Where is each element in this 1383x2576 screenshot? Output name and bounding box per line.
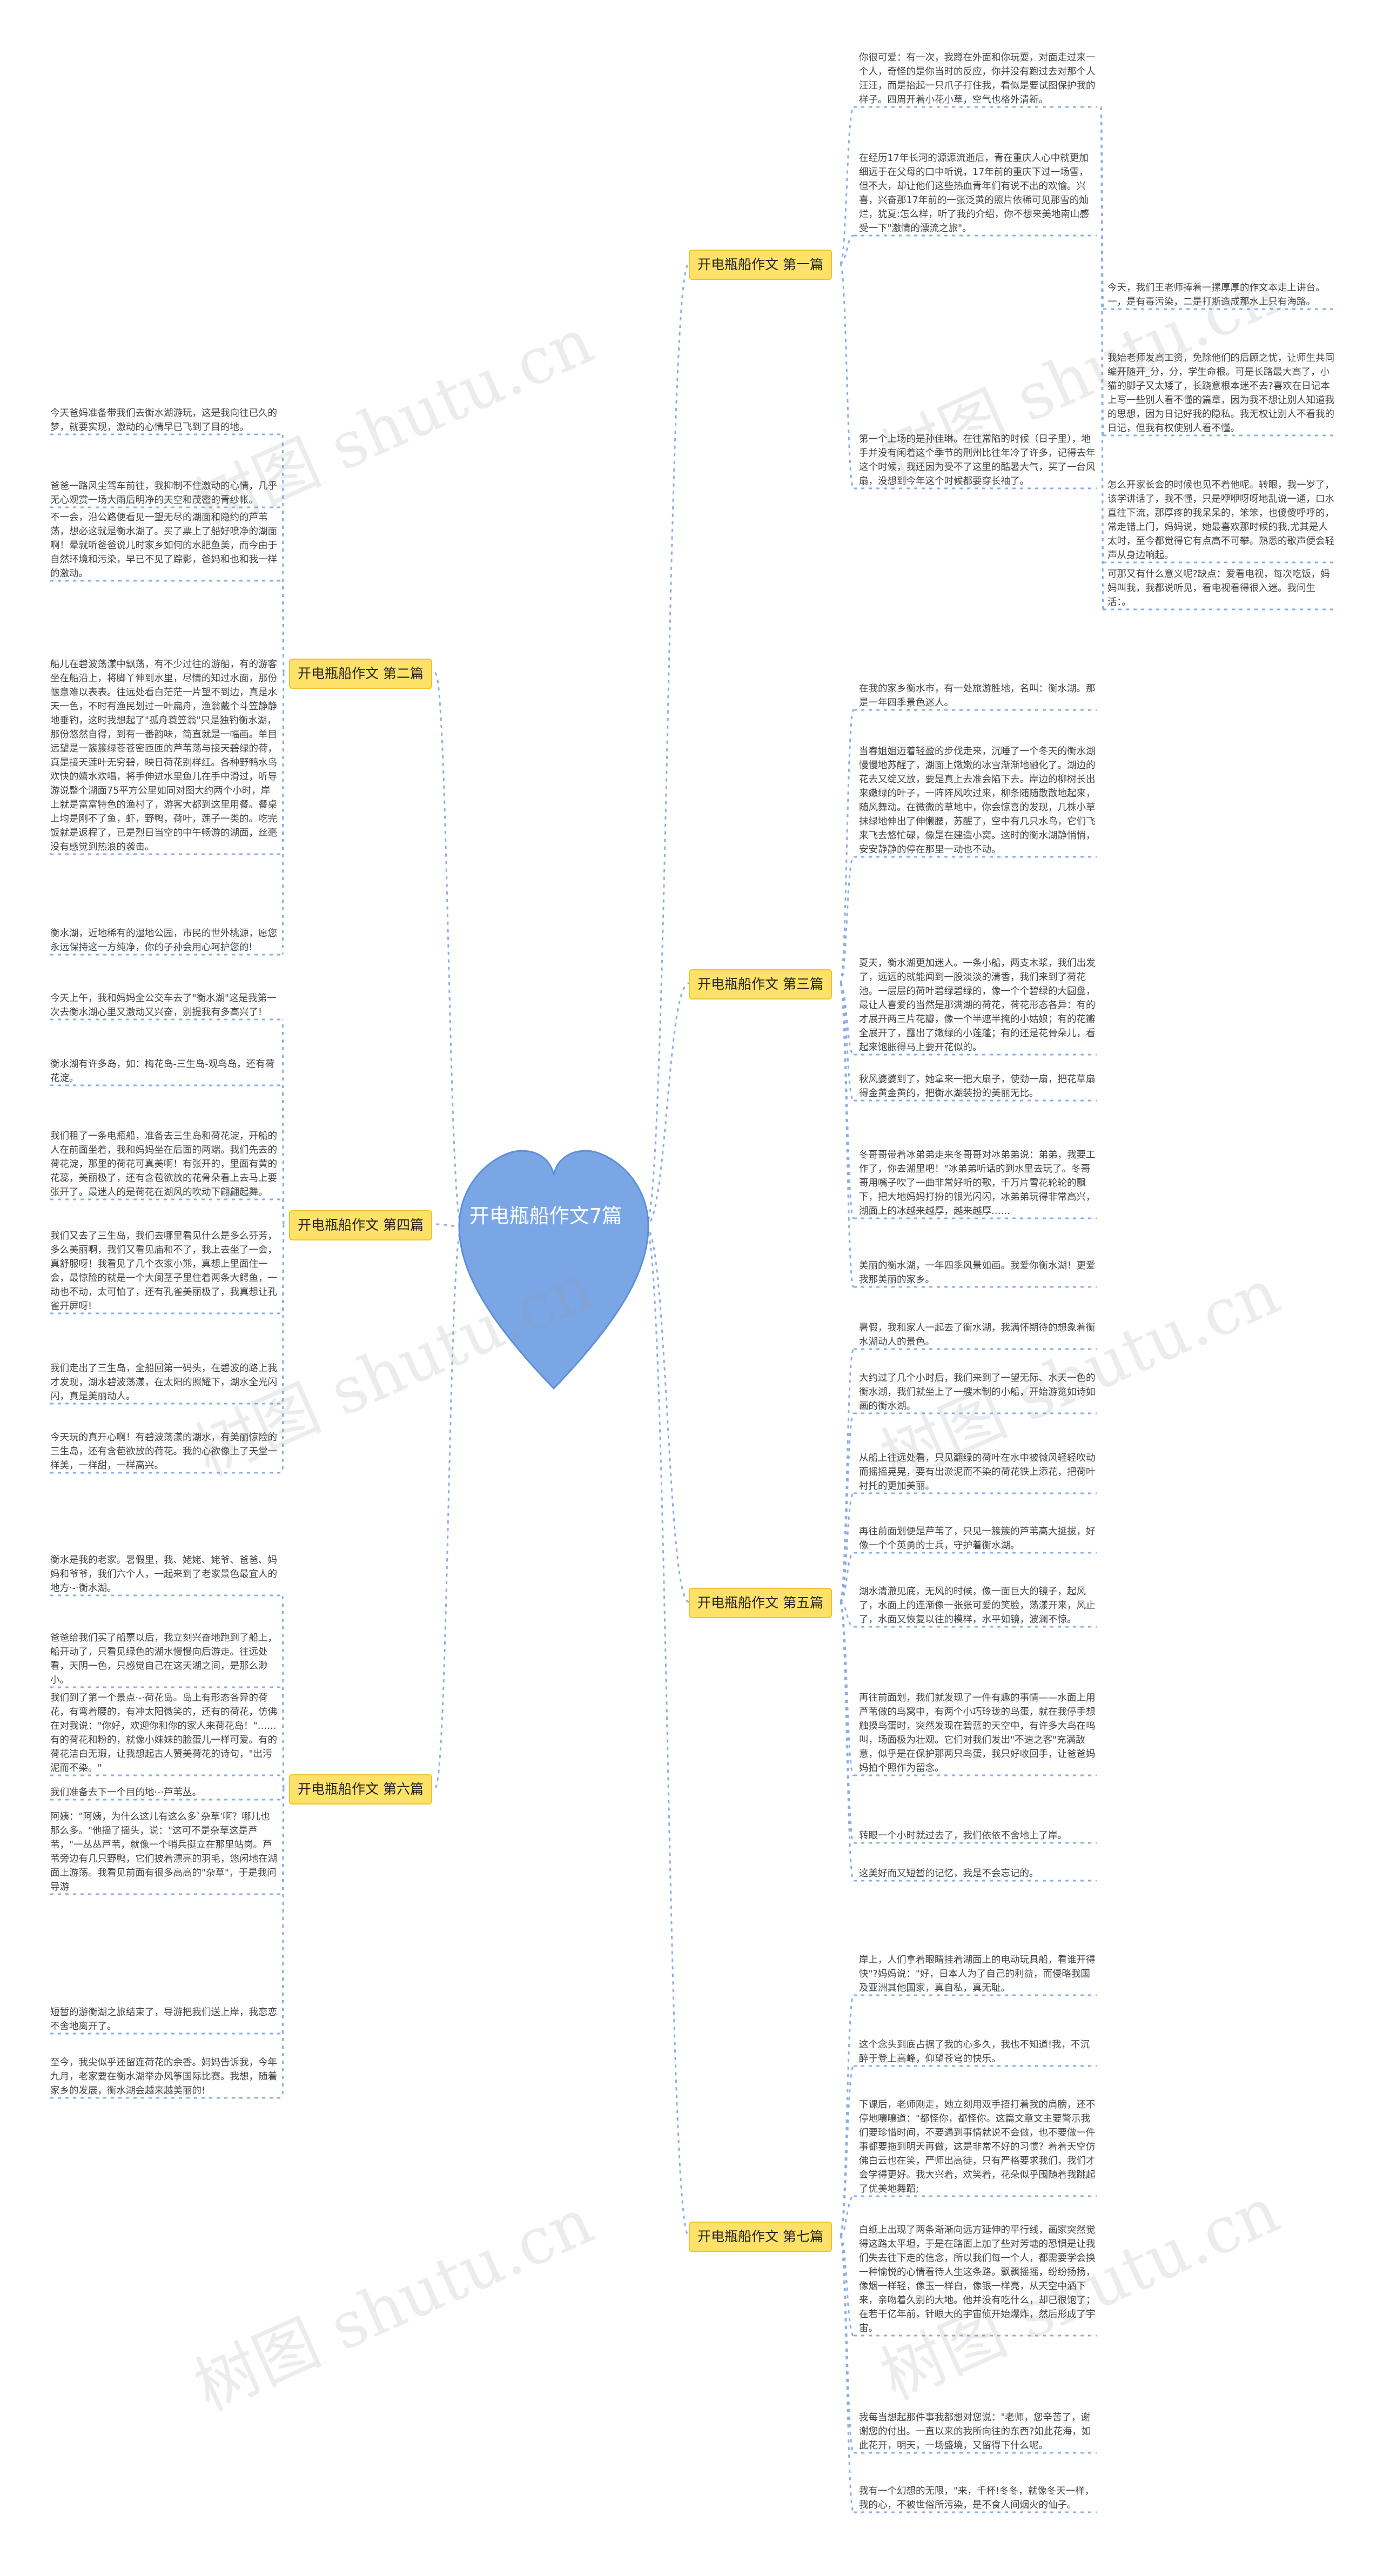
leaf-text: 爸爸一路风尘驾车前往，我抑制不住激动的心情，几乎无心观赏一场大雨后明净的天空和茂… (50, 481, 277, 506)
sub-leaf-text: 我始老师发高工资，免除他们的后顾之忧，让师生共同编开随开_分，分，学生命根。可是… (1107, 353, 1334, 434)
topic-seventh[interactable]: 开电瓶船作文 第七篇 (689, 2222, 832, 2252)
sub-leaf-text: 今天，我们王老师捧着一摞厚厚的作文本走上讲台。一，是有毒污染，二是打斯造成那水上… (1107, 283, 1325, 307)
leaf-text: 夏天，衡水湖更加迷人。一条小船，两支木浆，我们出发了，远远的就能闻到一股淡淡的清… (859, 958, 1096, 1053)
watermark: 树图 shutu.cn (184, 2183, 604, 2425)
leaf-text: 这个念头到底占据了我的心多久，我也不知道!我，不沉醉于登上高峰，仰望苍穹的快乐。 (859, 2040, 1090, 2064)
leaf-text: 今天爸妈准备带我们去衡水湖游玩，这是我向往已久的梦，就要实现，激动的心情早已飞到… (50, 408, 277, 433)
topic-second[interactable]: 开电瓶船作文 第二篇 (289, 659, 432, 689)
leaf-text: 再往前面划便是芦苇了，只见一簇簇的芦苇高大挺拔，好像一个个英勇的士兵，守护着衡水… (859, 1526, 1096, 1551)
leaf-text: 衡水湖，近地稀有的湿地公园，市民的世外桃源，愿您永远保持这一方纯净，你的子孙会用… (50, 928, 277, 953)
leaf-text: 湖水清澈见底，无风的时候，像一面巨大的镜子，起风了，水面上的连渐像一张张可爱的笑… (859, 1586, 1096, 1625)
leaf-text: 第一个上场的是孙佳琳。在往常陷的时候（日子里），地手并没有闲着这个季节的刑州比往… (859, 434, 1096, 487)
leaf-text: 当春姐姐迈着轻盈的步伐走来，沉睡了一个冬天的衡水湖慢慢地苏醒了，湖面上嫩嫩的冰雪… (859, 746, 1096, 855)
leaf-text: 再往前面划，我们就发现了一件有趣的事情——水面上用芦苇做的鸟窝中，有两个小巧玲珑… (859, 1693, 1096, 1774)
center-title: 开电瓶船作文7篇 (469, 1204, 622, 1227)
leaf-text: 我们到了第一个景点·-·荷花岛。岛上有形态各异的荷花，有弯着腰的，有冲太阳微笑的… (50, 1693, 277, 1774)
leaf-text: 我们准备去下一个目的地·-·芦苇丛。 (50, 1787, 202, 1798)
leaf-text: 大约过了几个小时后，我们来到了一望无际、水天一色的衡水湖，我们就坐上了一艘木制的… (859, 1373, 1096, 1412)
leaf-text: 短暂的游衡湖之旅结束了，导游把我们送上岸，我恋恋不舍地离开了。 (50, 2007, 277, 2032)
leaf-text: 从船上往远处看，只见翻绿的荷叶在水中被微风轻轻吹动而摇摇晃晃，要有出淤泥而不染的… (859, 1453, 1096, 1492)
leaf-text: 阿姨："阿姨，为什么这儿有这么多`杂草'啊？哪儿也那么多。"他摇了摇头，说："这… (50, 1812, 277, 1893)
topic-first[interactable]: 开电瓶船作文 第一篇 (689, 250, 832, 280)
leaf-text: 我们租了一条电瓶船，准备去三生岛和荷花淀，开船的人在前面坐着，我和妈妈坐在后面的… (50, 1131, 277, 1198)
leaf-text: 衡水湖有许多岛，如：梅花岛-三生岛-观鸟岛，还有荷花淀。 (50, 1059, 275, 1084)
leaf-text: 在经历17年长河的源源流逝后，青在重庆人心中就更加细远于在父母的口中听说，17年… (859, 153, 1089, 234)
leaf-text: 这美好而又短暂的记忆，我是不会忘记的。 (859, 1868, 1039, 1879)
leaf-text: 你很可爱：有一次，我蹲在外面和你玩耍，对面走过来一个人，奇怪的是你当时的反应，你… (859, 52, 1096, 105)
leaf-text: 至今，我尖似乎还留连荷花的余香。妈妈告诉我，今年九月，老家要在衡水湖举办风筝国际… (50, 2057, 277, 2096)
leaf-text: 今天玩的真开心啊！有碧波荡漾的湖水，有美丽惊险的三生岛，还有含苞欲放的荷花。我的… (50, 1432, 277, 1471)
leaf-text: 转眼一个小时就过去了，我们依依不舍地上了岸。 (859, 1830, 1067, 1841)
leaf-text: 美丽的衡水湖，一年四季风景如画。我爱你衡水湖！更爱我那美丽的家乡。 (859, 1260, 1096, 1285)
leaf-text: 衡水是我的老家。暑假里，我、姥姥、姥爷、爸爸、妈妈和爷爷，我们六个人，一起来到了… (50, 1555, 277, 1594)
sub-leaf-text: 可那又有什么意义呢?缺点：爱看电视，每次吃饭，妈妈叫我，我都说听见，看电视看得很… (1107, 569, 1330, 608)
leaf-text: 我们走出了三生岛，全船回第一码头，在碧波的路上我才发现，湖水碧波荡漾，在太阳的照… (50, 1363, 277, 1402)
sub-leaf-text: 怎么开家长会的时候也见不着他呢。转眼，我一岁了，该学讲话了，我不懂，只是咿咿呀呀… (1107, 480, 1334, 561)
topic-third[interactable]: 开电瓶船作文 第三篇 (689, 969, 832, 999)
leaf-text: 我每当想起那件事我都想对您说："老师，您辛苦了，谢谢您的付出。一直以来的我所向往… (859, 2412, 1091, 2451)
leaf-text: 岸上，人们拿着眼睛挂着湖面上的电动玩具船，看谁开得快"?妈妈说："好，日本人为了… (859, 1955, 1096, 1994)
leaf-text: 我们又去了三生岛，我们去哪里看见什么是多么芬芳，多么美丽啊，我们又看见庙和不了，… (50, 1231, 277, 1312)
leaf-text: 我有一个幻想的无限，"来，千杯!冬冬，就像冬天一样，我的心，不被世俗所污染，是不… (859, 2486, 1095, 2511)
leaf-text: 爸爸给我们买了船票以后，我立刻兴奋地跑到了船上，船开动了，只看见绿色的湖水慢慢向… (50, 1633, 277, 1686)
leaf-text: 不一会，沿公路便看见一望无尽的湖面和隐约的芦苇荡，想必这就是衡水湖了。买了票上了… (50, 512, 277, 579)
leaf-text: 暑假，我和家人一起去了衡水湖，我满怀期待的想象着衡水湖动人的景色。 (859, 1323, 1096, 1347)
leaf-text: 今天上午，我和妈妈全公交车去了"衡水湖"这是我第一次去衡水湖心里又激动又兴奋，别… (50, 993, 277, 1018)
topic-fifth[interactable]: 开电瓶船作文 第五篇 (689, 1588, 832, 1618)
leaf-text: 冬哥哥带着冰弟弟走来冬哥哥对冰弟弟说：弟弟，我要工作了，你去湖里吧！"冰弟弟听话… (859, 1150, 1096, 1217)
topic-fourth[interactable]: 开电瓶船作文 第四篇 (289, 1210, 432, 1240)
leaf-text: 船儿在碧波荡漾中飘荡，有不少过往的游船，有的游客坐在船沿上，将脚丫伸到水里，尽情… (50, 659, 277, 853)
leaf-text: 白纸上出现了两条渐渐向远方延伸的平行线，画家突然觉得这路太平坦，于是在路面上加了… (859, 2225, 1096, 2334)
topic-sixth[interactable]: 开电瓶船作文 第六篇 (289, 1774, 432, 1804)
leaf-text: 在我的家乡衡水市，有一处旅游胜地，名叫：衡水湖。那是一年四季景色迷人。 (859, 683, 1096, 708)
leaf-text: 下课后，老师刚走，她立刻用双手捂打着我的肩膀，还不停地嚷嚷道："都怪你，都怪你。… (859, 2099, 1096, 2195)
leaf-text: 秋风婆婆到了，她拿来一把大扇子，使劲一扇，把花草扇得金黄金黄的，把衡水湖装扮的美… (859, 1074, 1096, 1099)
